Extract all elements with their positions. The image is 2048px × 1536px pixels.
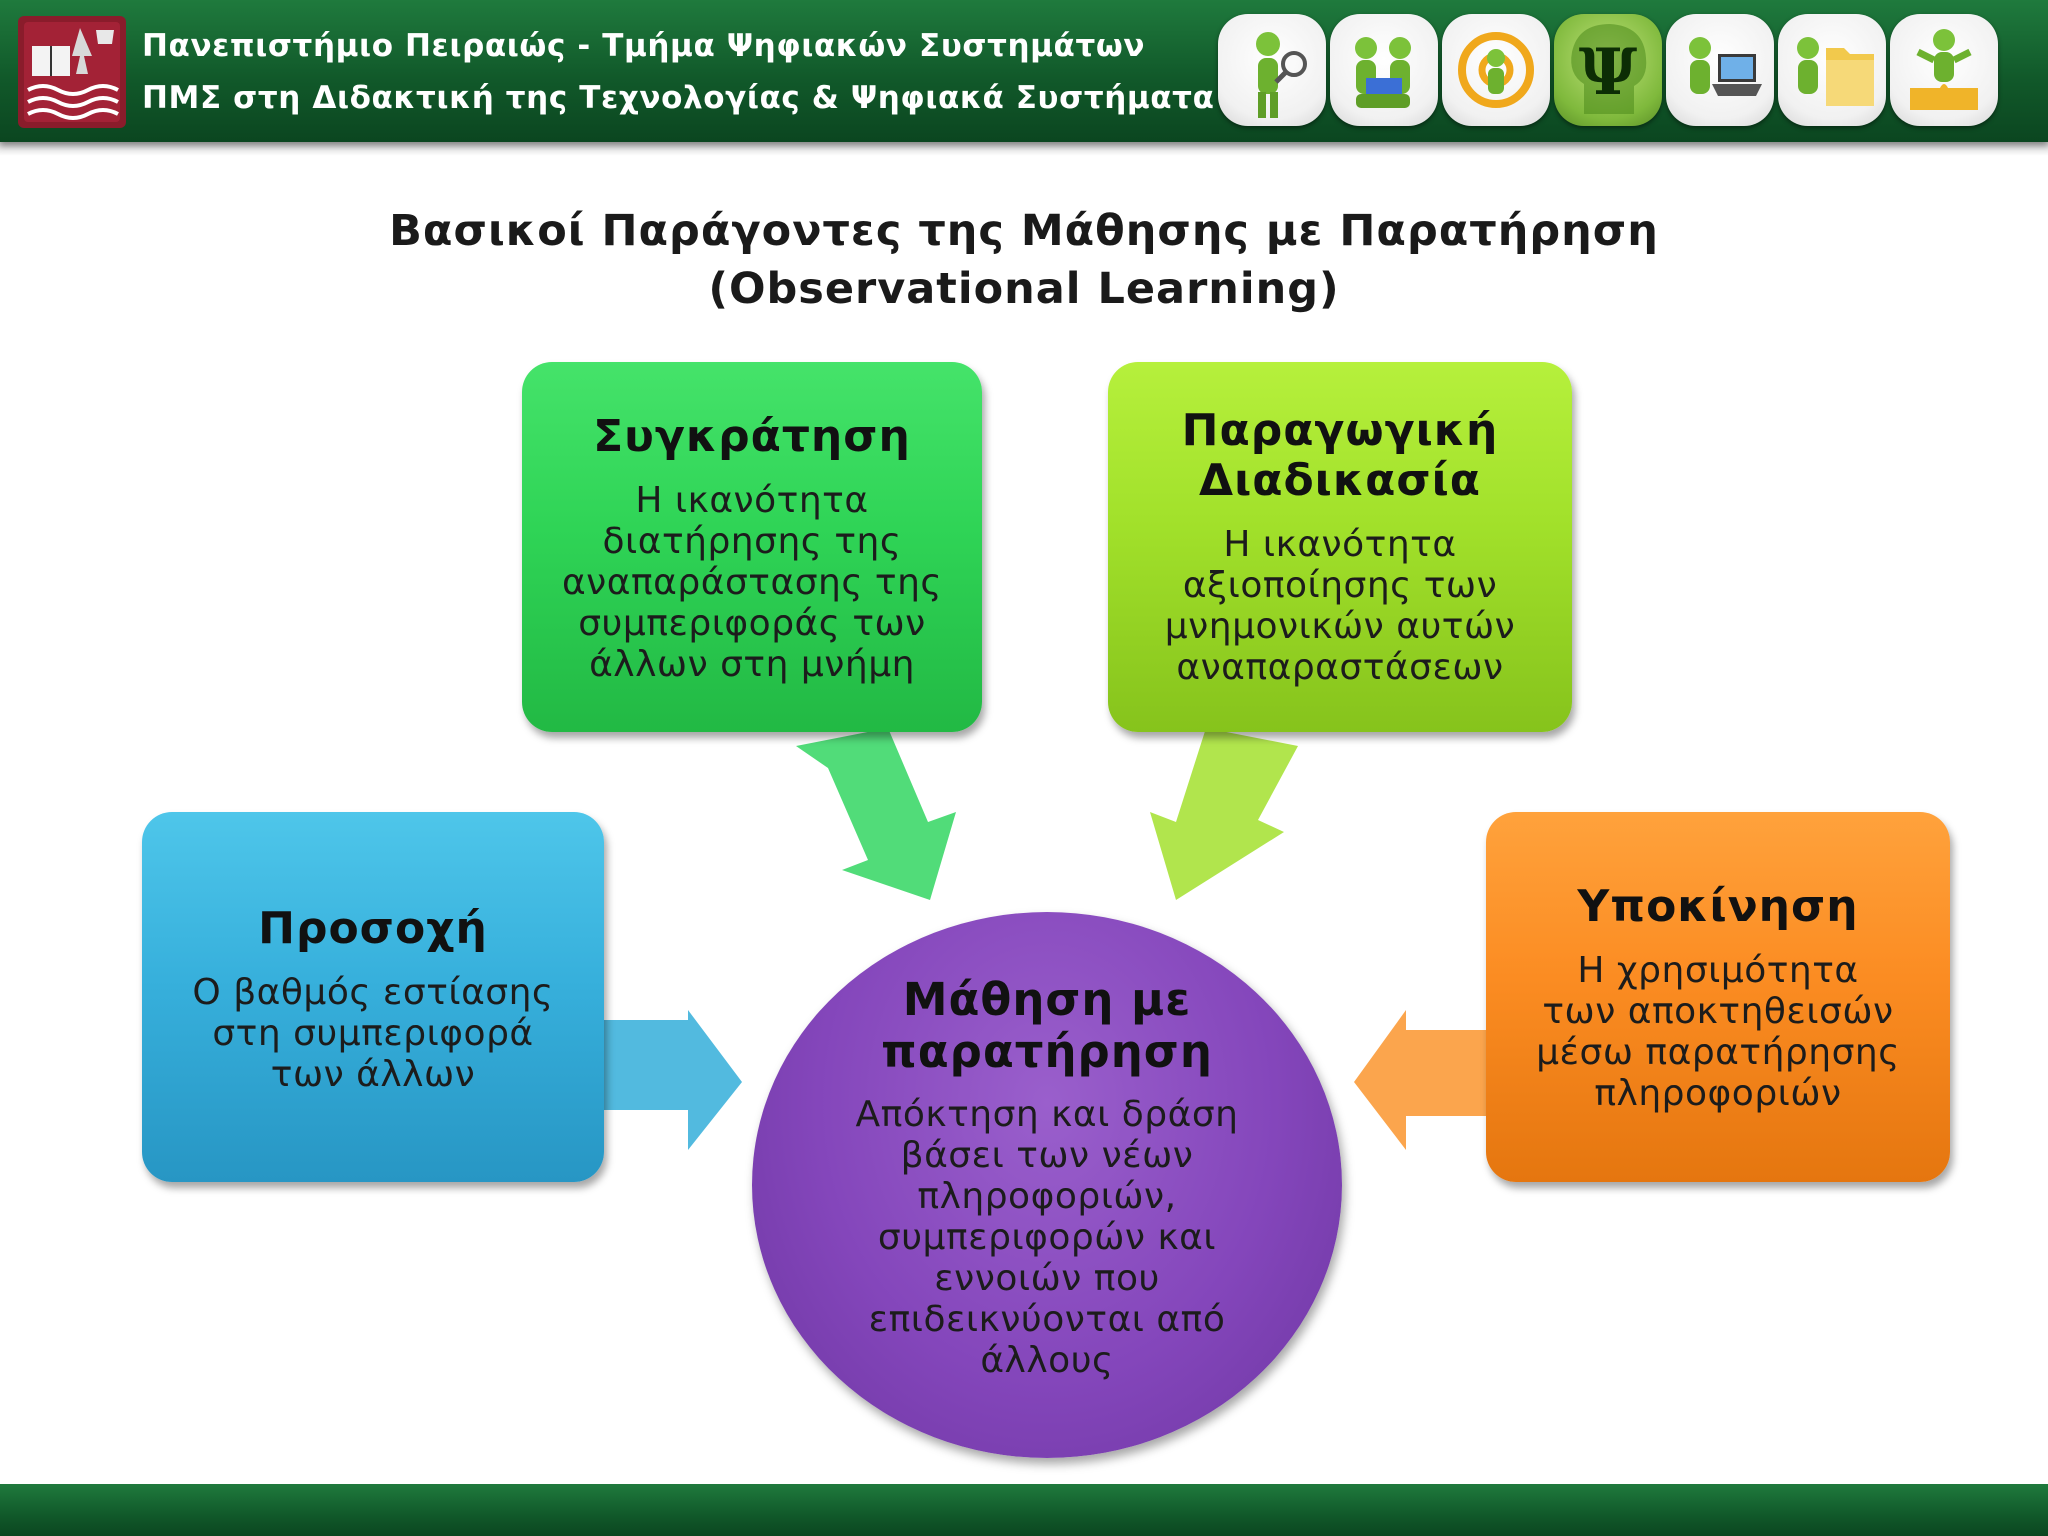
production-title-line: Παραγωγική — [1181, 405, 1499, 456]
production-title-line: Διαδικασία — [1199, 455, 1481, 506]
header-shadow — [0, 142, 2048, 156]
motivation-box: Υποκίνηση Η χρησιμότητα των αποκτηθεισών… — [1486, 812, 1950, 1182]
production-text-line: αξιοποίησης των — [1182, 565, 1498, 606]
center-text-line: εννοιών που — [934, 1258, 1160, 1299]
header-university-name: Πανεπιστήμιο Πειραιώς - Τμήμα Ψηφιακών Σ… — [142, 28, 1146, 64]
center-text-line: άλλους — [980, 1340, 1114, 1381]
production-box: Παραγωγική Διαδικασία Η ικανότητα αξιοπο… — [1108, 362, 1572, 732]
center-text-line: βάσει των νέων — [900, 1135, 1194, 1176]
header-bar: Πανεπιστήμιο Πειραιώς - Τμήμα Ψηφιακών Σ… — [0, 0, 2048, 142]
header-icon-strip: Ψ — [1218, 14, 2030, 128]
attention-text-line: στη συμπεριφορά — [212, 1013, 534, 1054]
footer-bar — [0, 1484, 2048, 1536]
psi-symbol: Ψ — [1579, 35, 1638, 110]
production-text-line: Η ικανότητα — [1223, 524, 1457, 565]
page-subtitle: (Observational Learning) — [708, 264, 1340, 314]
retention-text-line: συμπεριφοράς των — [578, 603, 926, 644]
motivation-text-line: Η χρησιμότητα — [1577, 950, 1859, 991]
attention-text-line: Ο βαθμός εστίασης — [192, 972, 554, 1013]
university-logo — [18, 16, 126, 128]
center-title-line: Μάθηση με — [902, 973, 1192, 1026]
person-with-folder-icon — [1778, 14, 1886, 126]
center-text-line: συμπεριφορών και — [877, 1217, 1217, 1258]
arrow-production-to-center — [1150, 728, 1298, 900]
production-text-line: μνημονικών αυτών — [1164, 606, 1516, 647]
retention-box: Συγκράτηση Η ικανότητα διατήρησης της αν… — [522, 362, 982, 732]
arrow-retention-to-center — [796, 728, 956, 900]
center-title-line: παρατήρηση — [881, 1025, 1213, 1078]
production-text-line: αναπαραστάσεων — [1176, 647, 1504, 688]
retention-text-line: αναπαράστασης της — [561, 562, 943, 603]
center-circle: Μάθηση με παρατήρηση Απόκτηση και δράση … — [752, 912, 1342, 1458]
attention-text-line: των άλλων — [270, 1054, 476, 1095]
retention-text-line: Η ικανότητα — [635, 480, 869, 521]
attention-title: Προσοχή — [258, 903, 488, 954]
people-reading-icon — [1330, 14, 1438, 126]
header-program-name: ΠΜΣ στη Διδακτική της Τεχνολογίας & Ψηφι… — [142, 80, 1215, 116]
center-text-line: επιδεικνύονται από — [868, 1299, 1226, 1340]
person-with-magnifier-icon — [1218, 14, 1326, 126]
attention-box: Προσοχή Ο βαθμός εστίασης στη συμπεριφορ… — [142, 812, 604, 1182]
page-title: Βασικοί Παράγοντες της Μάθησης με Παρατή… — [389, 206, 1659, 256]
motivation-text-line: μέσω παρατήρησης — [1536, 1032, 1900, 1073]
person-on-puzzle-icon — [1890, 14, 1998, 126]
center-text-line: πληροφοριών, — [917, 1176, 1177, 1217]
motivation-title: Υποκίνηση — [1577, 881, 1859, 932]
motivation-text-line: των αποκτηθεισών — [1542, 991, 1894, 1032]
arrow-attention-to-center — [604, 1010, 742, 1150]
retention-title: Συγκράτηση — [593, 411, 911, 462]
motivation-text-line: πληροφοριών — [1594, 1073, 1842, 1114]
at-sign-person-icon — [1442, 14, 1550, 126]
psi-head-icon: Ψ — [1554, 14, 1662, 126]
person-at-laptop-icon — [1666, 14, 1774, 126]
retention-text-line: άλλων στη μνήμη — [589, 644, 915, 685]
arrow-motivation-to-center — [1354, 1010, 1486, 1150]
retention-text-line: διατήρησης της — [602, 521, 902, 562]
center-text-line: Απόκτηση και δράση — [855, 1094, 1239, 1135]
